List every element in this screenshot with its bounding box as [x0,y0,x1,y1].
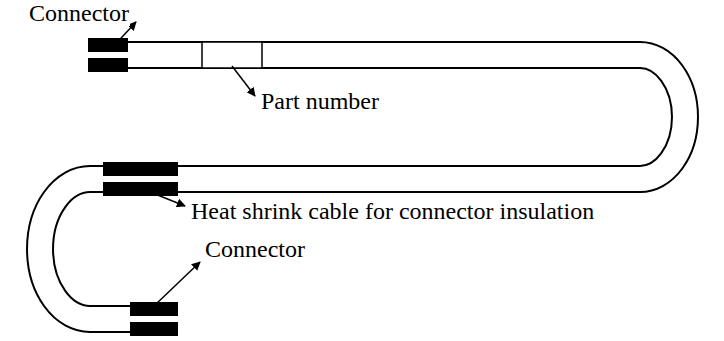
cable-outline [40,55,685,319]
callout-label: Part number [260,88,380,114]
connector-stripe [130,316,178,322]
connector-bottom [130,302,178,336]
part-number-box [202,42,262,68]
callout-label: Connector [204,236,306,262]
leader-arrow [155,262,200,305]
heat-shrink-stripe [103,176,178,182]
cable-body [40,55,685,319]
callout-label: Heat shrink cable for connector insulati… [190,198,595,224]
leader-arrow [140,188,185,206]
connector-stripe [88,52,128,58]
heat-shrink [103,162,178,196]
leader-arrow [232,66,255,96]
callout-label: Connector [28,0,130,26]
connector-top [88,38,128,72]
